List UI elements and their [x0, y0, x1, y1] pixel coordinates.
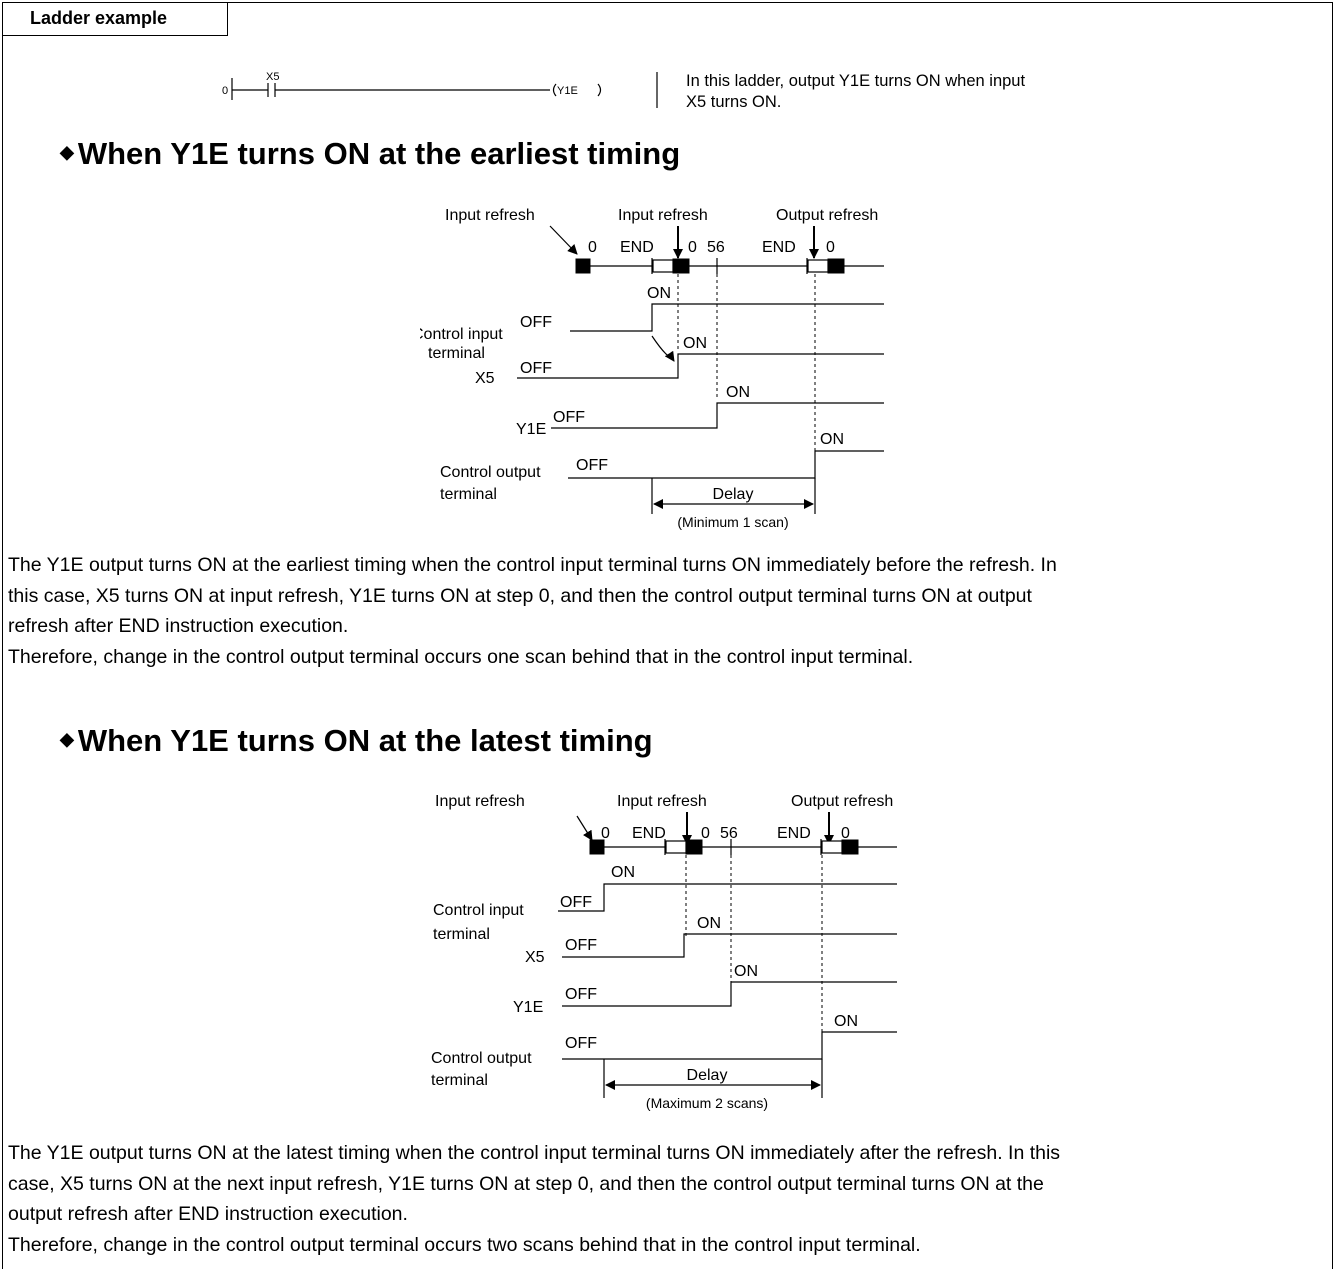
scale-end-b: END: [777, 825, 811, 842]
scale-end-a: END: [632, 825, 666, 842]
scale-0c: 0: [841, 825, 850, 842]
control-input-waveform: [570, 303, 884, 332]
output-refresh-label: Output refresh: [791, 793, 893, 810]
control-input-label-2: terminal: [428, 345, 485, 362]
y1e-waveform: [562, 981, 897, 1007]
section1-para-line3: refresh after END instruction execution.: [8, 615, 349, 637]
ladder-note-line2: X5 turns ON.: [686, 93, 782, 111]
section1-para-line2: this case, X5 turns ON at input refresh,…: [8, 584, 1032, 607]
on-label: ON: [820, 431, 844, 448]
section2-paragraph: The Y1E output turns ON at the latest ti…: [8, 1138, 1328, 1260]
on-label: ON: [647, 285, 671, 302]
ladder-note-line1: In this ladder, output Y1E turns ON when…: [686, 72, 1026, 90]
control-input-label: Control input: [420, 326, 503, 343]
y1e-waveform: [551, 402, 884, 429]
x5-label: X5: [525, 949, 545, 966]
control-output-waveform: [562, 1031, 897, 1060]
delay-note: (Minimum 1 scan): [677, 514, 788, 530]
ladder-example-tab: Ladder example: [2, 2, 228, 36]
diamond-bullet-icon: ◆: [60, 729, 74, 749]
input-refresh-label-2: Input refresh: [618, 207, 708, 224]
ladder-note: In this ladder, output Y1E turns ON when…: [686, 71, 1025, 113]
on-label: ON: [611, 864, 635, 881]
input-refresh-label-1: Input refresh: [435, 793, 525, 810]
off-label: OFF: [560, 894, 592, 911]
output-refresh-label: Output refresh: [776, 207, 878, 224]
contact-label: X5: [266, 71, 279, 83]
scale-0c: 0: [826, 239, 835, 256]
control-output-label: Control output: [440, 464, 541, 481]
off-label: OFF: [565, 937, 597, 954]
control-output-label: Control output: [431, 1050, 532, 1067]
x5-waveform: [562, 933, 897, 958]
control-output-waveform: [568, 450, 884, 479]
coil-label: Y1E: [557, 85, 578, 97]
on-label: ON: [834, 1013, 858, 1030]
coil-y1e-icon: [552, 83, 557, 97]
scale-0a: 0: [601, 825, 610, 842]
section1-heading: ◆When Y1E turns ON at the earliest timin…: [60, 136, 680, 172]
section2-para-line1: The Y1E output turns ON at the latest ti…: [8, 1142, 1061, 1164]
scale-0b: 0: [701, 825, 710, 842]
off-label: OFF: [520, 360, 552, 377]
section2-heading-text: When Y1E turns ON at the latest timing: [77, 723, 653, 758]
scale-end-a: END: [620, 239, 654, 256]
scale-56: 56: [707, 239, 725, 256]
input-refresh-arrow-1: [549, 225, 578, 255]
on-label: ON: [697, 915, 721, 932]
x5-waveform: [517, 353, 884, 379]
control-input-label-2: terminal: [433, 926, 490, 943]
section1-heading-text: When Y1E turns ON at the earliest timing: [77, 136, 681, 171]
delay-label: Delay: [687, 1067, 728, 1084]
scale-56: 56: [720, 825, 738, 842]
scale-end-b: END: [762, 239, 796, 256]
section1-paragraph: The Y1E output turns ON at the earliest …: [8, 550, 1328, 672]
section2-para-line3: output refresh after END instruction exe…: [8, 1203, 408, 1225]
section2-para-conclusion: Therefore, change in the control output …: [8, 1233, 921, 1256]
control-output-label-2: terminal: [431, 1072, 488, 1089]
input-refresh-arrow-1: [576, 815, 593, 841]
control-output-label-2: terminal: [440, 486, 497, 503]
ladder-step-number: 0: [222, 85, 228, 97]
on-label: ON: [734, 963, 758, 980]
off-label: OFF: [576, 457, 608, 474]
off-label: OFF: [553, 409, 585, 426]
diamond-bullet-icon: ◆: [60, 142, 74, 162]
delay-note: (Maximum 2 scans): [646, 1095, 768, 1111]
section1-para-conclusion: Therefore, change in the control output …: [8, 645, 914, 668]
delay-label: Delay: [713, 486, 754, 503]
on-label: ON: [726, 384, 750, 401]
off-label: OFF: [520, 314, 552, 331]
y1e-label: Y1E: [516, 421, 546, 438]
control-input-label: Control input: [433, 902, 524, 919]
timing-diagram-earliest: Input refresh Input refresh Output refre…: [420, 207, 884, 530]
on-label: ON: [683, 335, 707, 352]
input-refresh-label-1: Input refresh: [445, 207, 535, 224]
ladder-diagram: 0 X5 Y1E: [222, 71, 658, 108]
section2-para-line2: case, X5 turns ON at the next input refr…: [8, 1172, 1044, 1195]
control-input-waveform: [558, 883, 897, 912]
input-refresh-label-2: Input refresh: [617, 793, 707, 810]
y1e-label: Y1E: [513, 999, 543, 1016]
section1-para-line1: The Y1E output turns ON at the earliest …: [8, 554, 1057, 576]
off-label: OFF: [565, 986, 597, 1003]
timing-diagram-latest: Input refresh Input refresh Output refre…: [431, 793, 897, 1111]
off-label: OFF: [565, 1035, 597, 1052]
section2-heading: ◆When Y1E turns ON at the latest timing: [60, 723, 653, 759]
scale-0b: 0: [688, 239, 697, 256]
x5-label: X5: [475, 370, 495, 387]
scale-0a: 0: [588, 239, 597, 256]
